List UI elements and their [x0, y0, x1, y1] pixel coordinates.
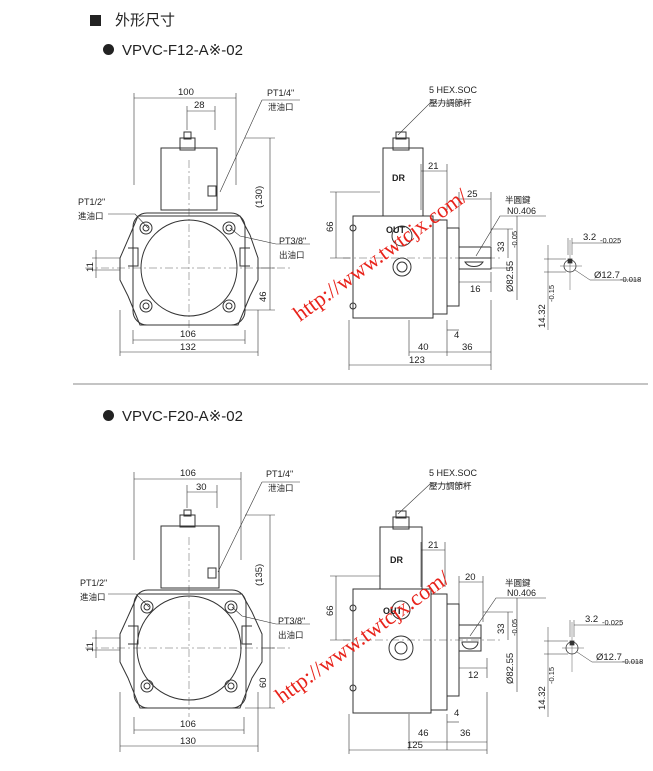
port-out-label: PT3/8" — [279, 236, 306, 246]
shaft-diameter-tol: -0.018 — [622, 657, 643, 666]
shaft-height: 14.32 — [537, 304, 548, 328]
shaft-height-tol: -0.15 — [547, 667, 556, 684]
dim-46: 46 — [418, 728, 429, 739]
shaft-height-tol: -0.15 — [547, 285, 556, 302]
port-drain-label: PT1/4" — [267, 88, 294, 98]
dim-33: 33 — [496, 623, 507, 634]
dim-36: 36 — [462, 342, 473, 353]
dim-bottom-height: 46 — [258, 291, 269, 302]
dim-shaft-low: 11 — [85, 262, 96, 272]
model-title-2: VPVC-F20-A※-02 — [103, 407, 243, 425]
dim-width-outer: 132 — [180, 342, 196, 353]
shaft-key-width: 3.2 — [585, 614, 598, 625]
bullet-dot-icon — [103, 410, 114, 421]
dim-20: 20 — [465, 572, 476, 583]
port-in-label: PT1/2" — [78, 197, 105, 207]
dim-bottom-height: 60 — [258, 677, 269, 688]
port-out-cn: 出油口 — [278, 630, 304, 641]
key-number: N0.406 — [507, 206, 536, 216]
dim-diameter: Ø82.55 — [505, 261, 516, 292]
bullet-dot-icon — [103, 44, 114, 55]
shaft-diameter: Ø12.7 — [596, 652, 622, 663]
section-header: 外形尺寸 — [90, 9, 175, 30]
shaft-key-width-tol: -0.025 — [600, 236, 621, 245]
shaft-diameter-tol: -0.018 — [620, 275, 641, 284]
port-out-label: PT3/8" — [278, 616, 305, 626]
hex-cn: 壓力調節杆 — [429, 481, 472, 492]
side-view — [330, 483, 546, 754]
dim-21: 21 — [428, 161, 439, 172]
drawing-section-2: 106 30 (135) 11 60 106 130 PT1/4" 泄油口 PT… — [80, 468, 643, 754]
square-bullet-icon — [90, 15, 101, 26]
model-title-1: VPVC-F12-A※-02 — [103, 41, 243, 59]
model-name: VPVC-F12-A※-02 — [122, 42, 243, 59]
shaft-detail — [544, 620, 642, 717]
front-view — [85, 472, 310, 752]
port-out-cn: 出油口 — [279, 250, 305, 261]
shaft-key-width-tol: -0.025 — [602, 618, 623, 627]
dim-66: 66 — [325, 605, 336, 616]
hex-label: 5 HEX.SOC — [429, 85, 478, 95]
key-label-cn: 半圓鍵 — [505, 195, 531, 206]
dim-diameter-tol: -0.05 — [510, 231, 519, 248]
port-drain-cn: 泄油口 — [268, 483, 294, 494]
dr-marking: DR — [390, 555, 403, 565]
dim-height: (130) — [254, 186, 265, 208]
dim-12: 12 — [468, 670, 479, 681]
dr-marking: DR — [392, 173, 405, 183]
out-marking: OUT — [386, 225, 406, 235]
key-number: N0.406 — [507, 588, 536, 598]
dim-width-top: 100 — [178, 87, 194, 98]
dim-overall-length: 125 — [407, 740, 423, 751]
dim-40: 40 — [418, 342, 429, 353]
dim-36: 36 — [460, 728, 471, 739]
dim-66: 66 — [325, 221, 336, 232]
watermark: http://www.twtcjx.com/ — [288, 183, 472, 326]
dim-4: 4 — [454, 708, 459, 719]
dim-width-top: 106 — [180, 468, 196, 479]
dim-height: (135) — [254, 564, 265, 586]
port-drain-label: PT1/4" — [266, 469, 293, 479]
shaft-diameter: Ø12.7 — [594, 270, 620, 281]
port-in-label: PT1/2" — [80, 578, 107, 588]
dim-4: 4 — [454, 330, 459, 341]
dim-diameter-tol: -0.05 — [510, 619, 519, 636]
drawing-section-1: 100 28 (130) 11 46 106 132 PT1/4" 泄油口 PT… — [78, 85, 641, 370]
port-drain-cn: 泄油口 — [268, 102, 294, 113]
dim-offset-top: 30 — [196, 482, 207, 493]
dim-33: 33 — [496, 241, 507, 252]
shaft-key-width: 3.2 — [583, 232, 596, 243]
port-in-cn: 進油口 — [80, 592, 106, 603]
hex-label: 5 HEX.SOC — [429, 468, 478, 478]
shaft-detail — [544, 238, 640, 330]
dim-offset-top: 28 — [194, 100, 205, 111]
dim-width-inner: 106 — [180, 329, 196, 340]
dim-shaft-low: 11 — [85, 642, 96, 652]
key-label-cn: 半圓鍵 — [505, 578, 531, 589]
hex-cn: 壓力調節杆 — [429, 98, 472, 109]
front-view — [85, 93, 310, 356]
side-view — [330, 102, 546, 370]
out-marking: OUT — [383, 606, 403, 616]
section-title: 外形尺寸 — [115, 12, 176, 29]
dim-width-inner: 106 — [180, 719, 196, 730]
dim-16: 16 — [470, 284, 481, 295]
port-in-cn: 進油口 — [78, 211, 104, 222]
dim-overall-length: 123 — [409, 355, 425, 366]
dim-25: 25 — [467, 189, 478, 200]
shaft-height: 14.32 — [537, 686, 548, 710]
dim-21: 21 — [428, 540, 439, 551]
dim-diameter: Ø82.55 — [505, 653, 516, 684]
dim-width-outer: 130 — [180, 736, 196, 747]
model-name: VPVC-F20-A※-02 — [122, 408, 243, 425]
